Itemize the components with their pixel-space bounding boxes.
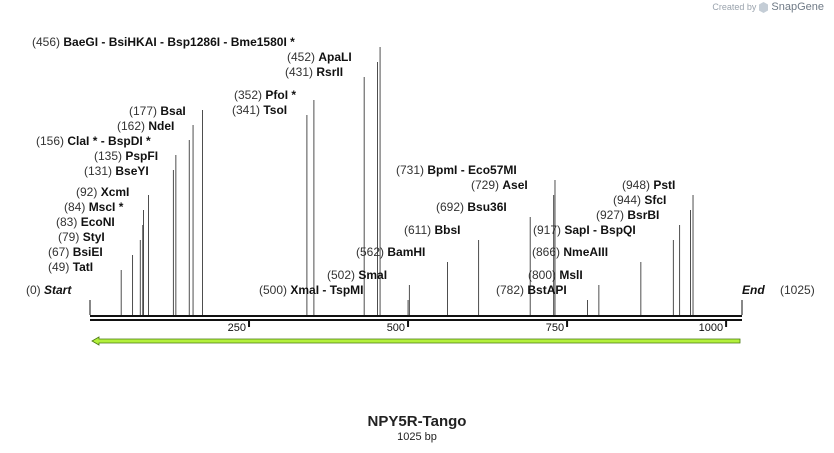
site-label[interactable]: (782) BstAPI	[496, 283, 567, 297]
site-label[interactable]: (341) TsoI	[232, 103, 287, 117]
site-label[interactable]: (917) SapI - BspQI	[533, 223, 636, 237]
site-label[interactable]: (79) StyI	[58, 230, 105, 244]
snapgene-credit: Created by SnapGene	[712, 1, 824, 13]
start-label: (0) Start	[26, 283, 72, 297]
site-label[interactable]: (84) MscI *	[64, 200, 124, 214]
site-label[interactable]: (692) Bsu36I	[436, 200, 507, 214]
feature-track	[91, 336, 741, 346]
site-label[interactable]: (611) BbsI	[404, 223, 460, 237]
scale-tick-label: 250	[228, 322, 246, 334]
site-label[interactable]: (431) RsrII	[285, 65, 343, 79]
site-label[interactable]: (502) SmaI	[327, 268, 387, 282]
end-label: End (1025)	[742, 283, 815, 297]
site-lines	[89, 47, 743, 315]
site-label[interactable]: (156) ClaI * - BspDI *	[36, 134, 151, 148]
site-label[interactable]: (92) XcmI	[76, 185, 129, 199]
site-label[interactable]: (352) PfoI *	[234, 88, 296, 102]
site-label[interactable]: (456) BaeGI - BsiHKAI - Bsp1286I - Bme15…	[32, 35, 295, 49]
site-label[interactable]: (500) XmaI - TspMI	[259, 283, 363, 297]
site-label[interactable]: (49) TatI	[48, 260, 93, 274]
site-label[interactable]: (800) MslI	[528, 268, 583, 282]
site-label[interactable]: (135) PspFI	[94, 149, 158, 163]
site-label[interactable]: (944) SfcI	[613, 193, 666, 207]
feature-arrow[interactable]	[91, 336, 741, 346]
sequence-title: NPY5R-Tango	[367, 413, 467, 430]
site-label[interactable]: (67) BsiEI	[48, 245, 103, 259]
site-label[interactable]: (927) BsrBI	[596, 208, 659, 222]
site-label[interactable]: (562) BamHI	[356, 245, 425, 259]
site-label[interactable]: (452) ApaLI	[287, 50, 352, 64]
site-label[interactable]: (729) AseI	[471, 178, 528, 192]
scale-tick-label: 1000	[699, 322, 723, 334]
site-label[interactable]: (83) EcoNI	[56, 215, 115, 229]
site-label[interactable]: (948) PstI	[622, 178, 675, 192]
scale-tick-label: 500	[387, 322, 405, 334]
credit-prefix: Created by	[712, 2, 757, 12]
sequence-length: 1025 bp	[397, 431, 437, 443]
site-label[interactable]: (162) NdeI	[117, 119, 174, 133]
site-label[interactable]: (866) NmeAIII	[532, 245, 608, 259]
snapgene-logo-icon	[759, 1, 769, 13]
dna-backbone	[90, 315, 742, 321]
scale-ticks: 250 500 750 1000	[228, 321, 728, 334]
site-label[interactable]: (731) BpmI - Eco57MI	[396, 163, 517, 177]
site-label[interactable]: (177) BsaI	[129, 104, 186, 118]
site-label[interactable]: (131) BseYI	[84, 164, 149, 178]
scale-tick-label: 750	[546, 322, 564, 334]
credit-brand: SnapGene	[771, 1, 824, 13]
